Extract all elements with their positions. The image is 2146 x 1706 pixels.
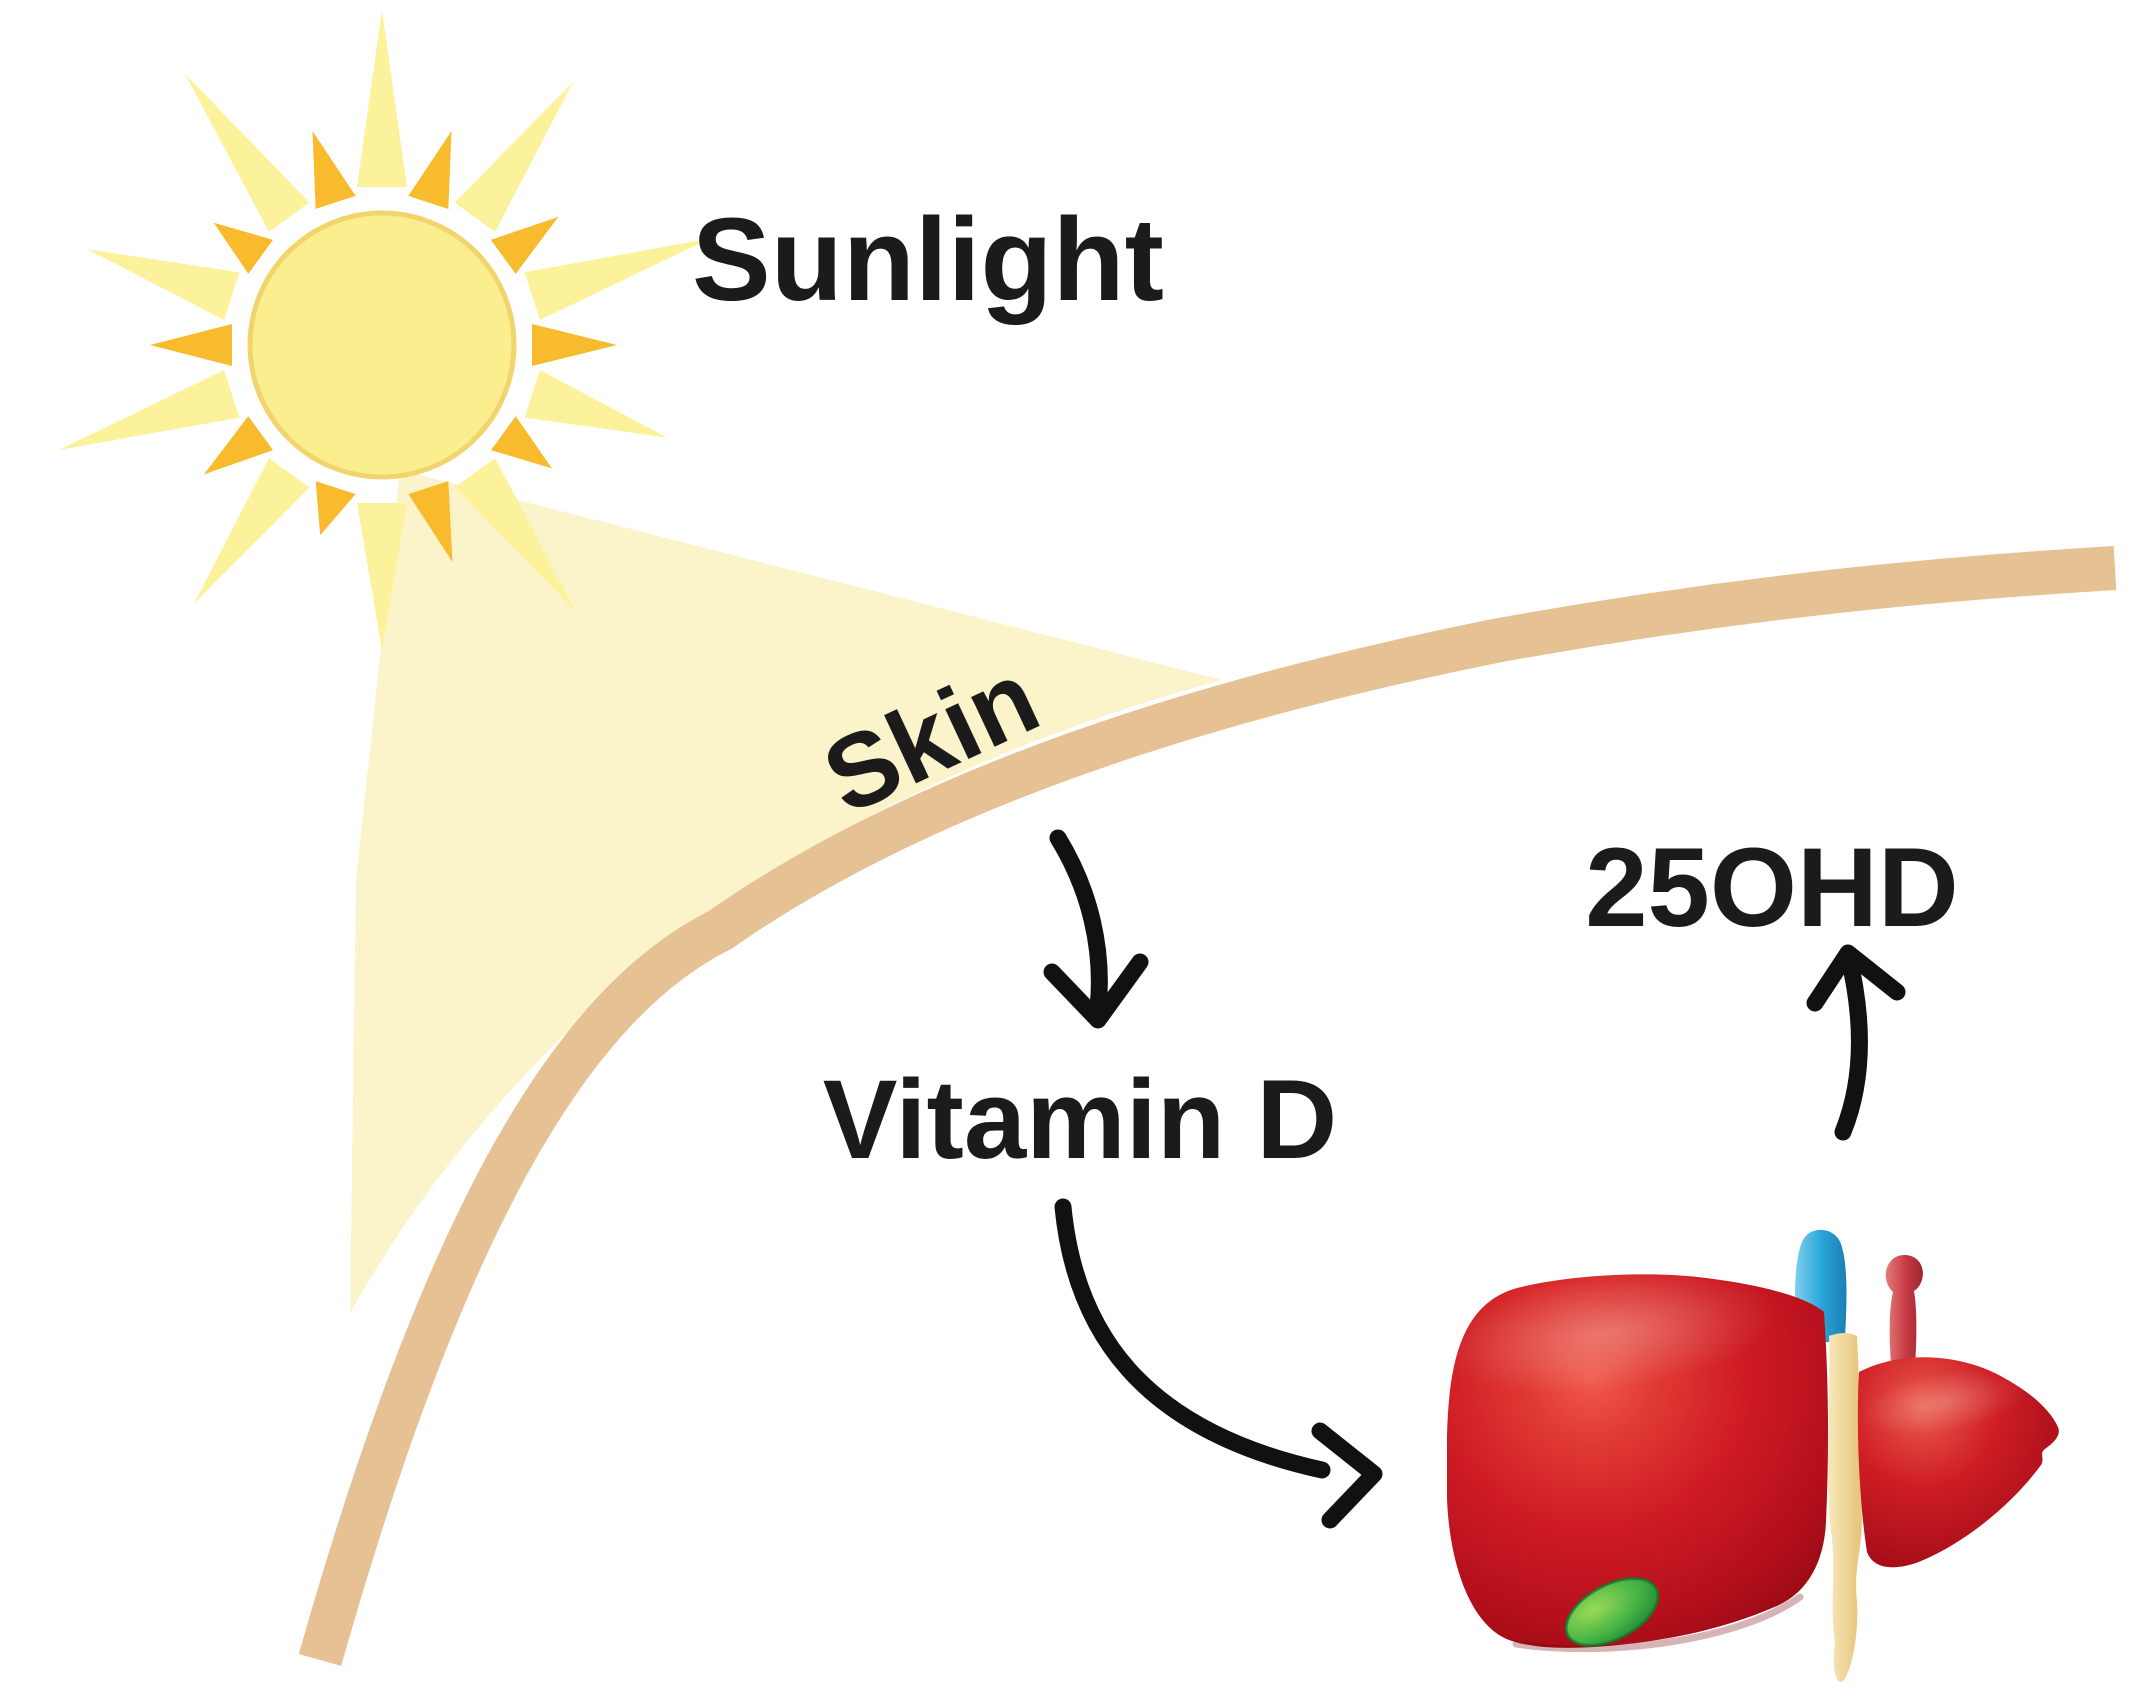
sun-ray-icon	[491, 416, 552, 469]
sun-ray-icon	[524, 238, 711, 320]
sun-ray-icon	[357, 503, 407, 650]
liver-icon	[1441, 1229, 2059, 1682]
sun-ray-icon	[150, 324, 232, 366]
25ohd-label: 25OHD	[1585, 825, 1958, 950]
sun-ray-icon	[213, 222, 273, 274]
skin-layer	[298, 546, 2117, 1666]
sun-ray-icon	[532, 324, 617, 366]
sun-ray-icon	[408, 152, 449, 209]
arrow-vitamin-d-to-liver-icon	[1054, 1198, 1383, 1529]
sun-icon	[58, 10, 711, 650]
vitamin-d-label: Vitamin D	[823, 1057, 1338, 1182]
sun-ray-icon	[524, 370, 668, 438]
sunbeam-icon	[350, 470, 1222, 1313]
sun-ray-icon	[315, 481, 356, 536]
sun-ray-icon	[454, 458, 576, 612]
sun-disc-icon	[247, 210, 517, 480]
sun-rays	[58, 10, 711, 650]
sunlight-label: Sunlight	[692, 194, 1164, 326]
arrow-liver-to-25ohd-icon	[1806, 944, 1906, 1141]
sun-ray-icon	[185, 73, 310, 232]
gallbladder-icon	[1564, 1577, 1660, 1647]
liver-gloss-highlight	[1441, 1270, 1779, 1394]
sun-ray-icon	[408, 481, 453, 562]
sun-ray-icon	[454, 82, 574, 232]
sun-ray-icon	[357, 45, 407, 187]
sun-ray-icon	[193, 458, 310, 604]
arrow-skin-to-vitamin-d-icon	[1043, 829, 1149, 1029]
sun-ray-icon	[312, 131, 356, 209]
sun-ray-icon	[58, 370, 240, 451]
sun-ray-icon	[491, 216, 559, 274]
hepatic-artery-icon	[1885, 1254, 1923, 1370]
liver-crease	[1512, 1593, 1804, 1653]
bile-duct-icon	[1828, 1333, 1862, 1682]
sun-ray-icon	[204, 416, 273, 475]
sun-ray-icon	[87, 249, 240, 320]
liver-gloss-highlight	[1861, 1368, 2029, 1436]
